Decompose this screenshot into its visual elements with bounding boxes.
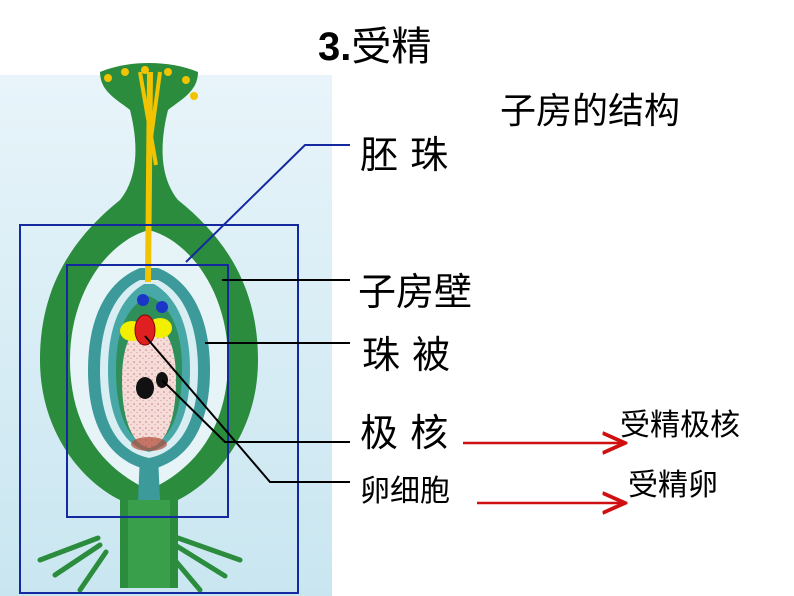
result-fertilized-polar-nuclei: 受精极核 (620, 408, 740, 443)
ovary-frame (19, 224, 299, 594)
label-egg-cell: 卵细胞 (360, 474, 450, 509)
title-number: 3. (318, 25, 352, 69)
ovule-leader-line (185, 144, 350, 263)
label-ovary-wall: 子房壁 (358, 270, 473, 314)
label-polar-nuclei: 极 核 (360, 411, 449, 455)
pollen-tube (104, 66, 198, 283)
sperm-cell-2 (156, 301, 168, 313)
page-title: 3.受精 (318, 14, 431, 72)
polar-nucleus-1 (136, 377, 154, 399)
result-fertilized-egg: 受精卵 (628, 468, 718, 503)
ovule-frame (66, 264, 229, 518)
subtitle: 子房的结构 (500, 91, 681, 132)
label-ovule: 胚 珠 (360, 133, 449, 177)
egg-cell (134, 314, 156, 346)
sperm-cell-1 (137, 294, 149, 306)
label-integument: 珠 被 (362, 333, 451, 377)
title-text: 受精 (351, 24, 432, 70)
polar-nuclei-leader-line (161, 379, 350, 443)
egg-cell-leader-line (144, 335, 350, 483)
